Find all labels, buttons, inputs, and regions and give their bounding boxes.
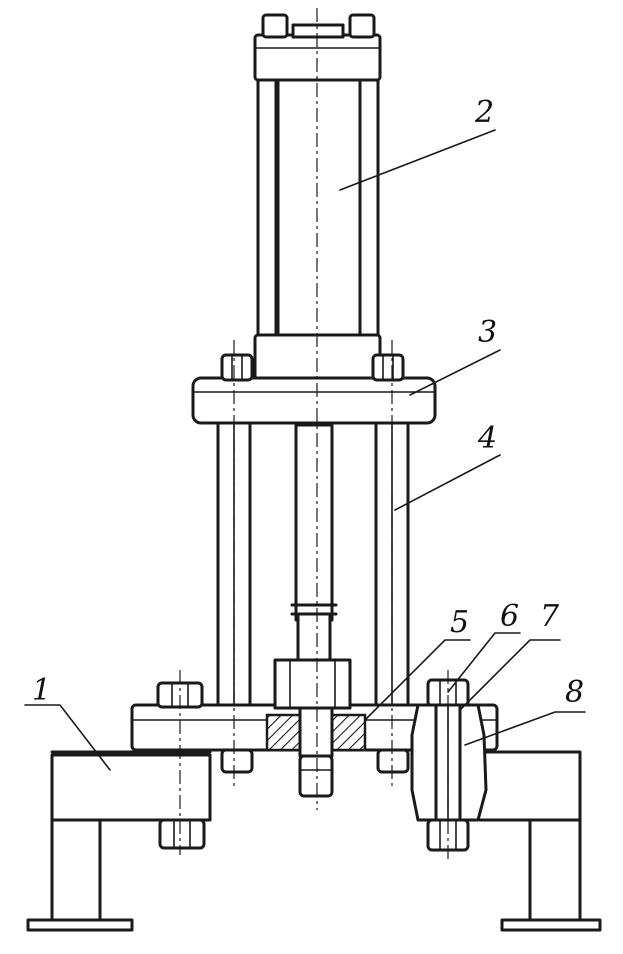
leader-lines xyxy=(24,129,586,771)
callout-5: 5 xyxy=(450,605,469,640)
callout-8: 8 xyxy=(565,675,584,710)
center-lines xyxy=(179,8,449,860)
callout-1: 1 xyxy=(32,673,51,708)
callout-7: 7 xyxy=(540,599,560,634)
cylinder xyxy=(253,13,382,382)
upper-plate xyxy=(191,353,437,425)
callout-labels: 1 2 3 4 5 6 7 8 xyxy=(32,95,584,710)
callout-6: 6 xyxy=(500,599,519,634)
callout-4: 4 xyxy=(477,421,497,456)
callout-2: 2 xyxy=(474,95,494,130)
bottom-plate-nuts xyxy=(156,681,410,850)
piston-rod xyxy=(273,423,352,798)
center-clamp-block xyxy=(265,706,367,758)
base-frame xyxy=(26,750,602,932)
callout-3: 3 xyxy=(478,315,497,350)
right-bolt-assembly xyxy=(410,678,488,852)
